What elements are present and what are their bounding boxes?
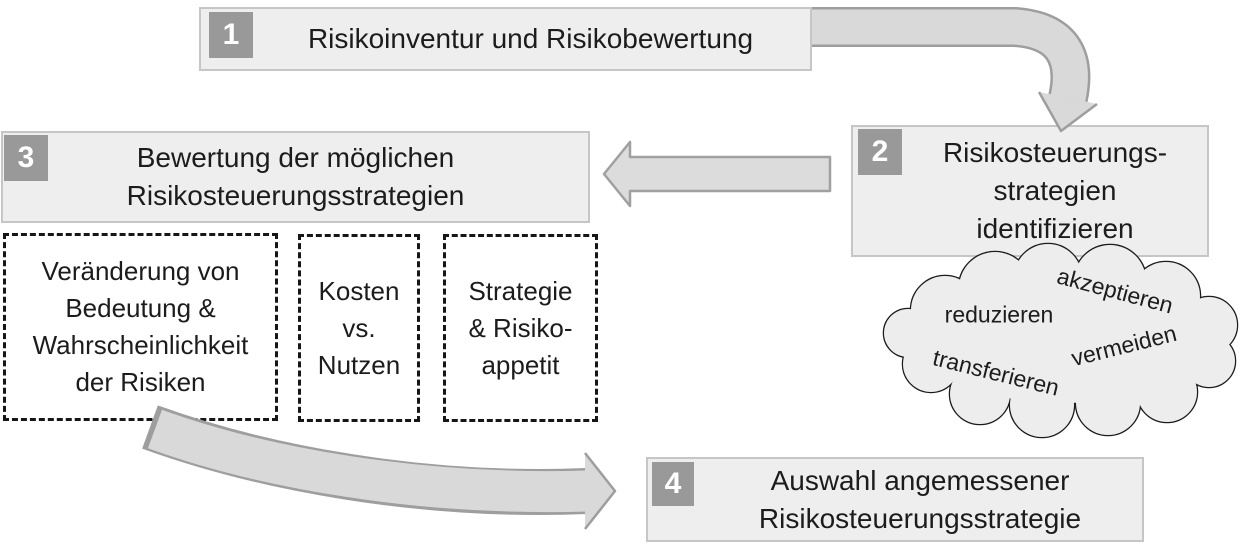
step-4-label-line-1: Auswahl angemessener <box>770 464 1070 496</box>
step-1-label: Risikoinventur und Risikobewertung <box>307 23 754 54</box>
step-1-box: Risikoinventur und Risikobewertung <box>199 7 812 71</box>
criterion-cost-benefit-box: Kosten vs. Nutzen <box>298 234 420 422</box>
step-2-number-badge: 2 <box>858 129 902 175</box>
criterion-1-line-1: Veränderung von <box>41 256 240 286</box>
criterion-2-line-2: vs. <box>342 312 376 343</box>
step-3-number-badge: 3 <box>4 135 48 181</box>
step-4-box: Auswahl angemessener Risikosteuerungsstr… <box>646 457 1144 542</box>
criterion-1-line-4: der Risiken <box>75 367 206 397</box>
step-3-label-line-1: Bewertung der möglichen <box>136 142 455 173</box>
step-4-label-line-2: Risikosteuerungsstrategie <box>758 502 1082 534</box>
criterion-1-line-3: Wahrscheinlichkeit <box>32 330 249 360</box>
cloud-term-reduzieren: reduzieren <box>944 301 1054 328</box>
criterion-risk-appetite-box: Strategie & Risiko- appetit <box>443 234 598 422</box>
arrow-step1-to-step2-icon <box>812 7 1098 133</box>
arrow-criteria-to-step4-icon <box>142 405 617 530</box>
step-2-label-line-2: strategien <box>993 175 1117 206</box>
criterion-2-line-3: Nutzen <box>317 349 401 380</box>
step-2-label-line-1: Risikosteuerungs- <box>942 137 1168 168</box>
criterion-2-line-1: Kosten <box>318 275 400 306</box>
step-2-box: Risikosteuerungs- strategien identifizie… <box>851 125 1209 257</box>
arrow-step2-to-step3-icon <box>602 140 832 208</box>
cloud-term-vermeiden: vermeiden <box>1068 319 1180 372</box>
criterion-3-line-1: Strategie <box>468 275 573 306</box>
step-4-number-badge: 4 <box>652 462 694 506</box>
criterion-risk-change-box: Veränderung von Bedeutung & Wahrscheinli… <box>3 233 278 421</box>
criterion-1-line-2: Bedeutung & <box>65 293 216 323</box>
step-3-label-line-2: Risikosteuerungsstrategien <box>126 180 465 211</box>
criterion-3-line-2: & Risiko- <box>468 312 573 343</box>
step-1-number-badge: 1 <box>209 12 253 58</box>
step-2-label-line-3: identifizieren <box>976 213 1134 244</box>
step-3-box: Bewertung der möglichen Risikosteuerungs… <box>1 131 590 223</box>
cloud-term-transferieren: transferieren <box>930 344 1062 401</box>
cloud-term-akzeptieren: akzeptieren <box>1054 262 1176 319</box>
criterion-3-line-3: appetit <box>481 349 560 380</box>
